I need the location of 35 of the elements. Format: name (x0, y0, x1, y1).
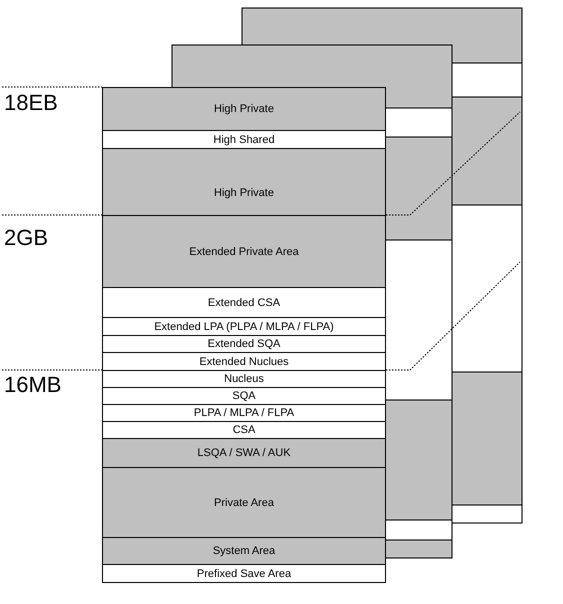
memory-region (102, 352, 386, 371)
address-boundary-label: 18EB (4, 90, 58, 116)
region-label: High Private (214, 187, 274, 199)
region-label: System Area (212, 545, 276, 557)
region-label: Extended CSA (208, 296, 280, 308)
memory-region (102, 148, 386, 216)
memory-region (102, 564, 386, 583)
memory-region (102, 370, 386, 388)
memory-region (102, 335, 386, 353)
memory-region (102, 404, 386, 422)
region-label: High Private (214, 103, 274, 115)
region-label: Extended SQA (208, 338, 280, 350)
memory-region (102, 421, 386, 439)
memory-region (102, 87, 386, 131)
memory-region (102, 317, 386, 336)
region-label: LSQA / SWA / AUK (197, 447, 291, 459)
region-label: SQA (232, 390, 256, 402)
memory-region (102, 387, 386, 405)
region-label: Extended Nuclues (199, 356, 289, 368)
region-label: Prefixed Save Area (196, 568, 292, 580)
region-label: Nucleus (224, 373, 264, 385)
memory-region (102, 537, 386, 565)
region-label: CSA (232, 424, 256, 436)
region-label: Private Area (214, 496, 274, 508)
region-label: PLPA / MLPA / FLPA (194, 407, 294, 419)
memory-region (102, 287, 386, 318)
address-boundary-label: 16MB (4, 372, 62, 398)
memory-region (102, 215, 386, 288)
memory-region (102, 130, 386, 149)
memory-region (102, 438, 386, 468)
address-boundary-label: 2GB (4, 225, 48, 251)
memory-region (102, 467, 386, 538)
region-label: High Shared (213, 134, 275, 146)
region-label: Extended LPA (PLPA / MLPA / FLPA) (154, 320, 334, 332)
region-label: Extended Private Area (189, 246, 299, 258)
